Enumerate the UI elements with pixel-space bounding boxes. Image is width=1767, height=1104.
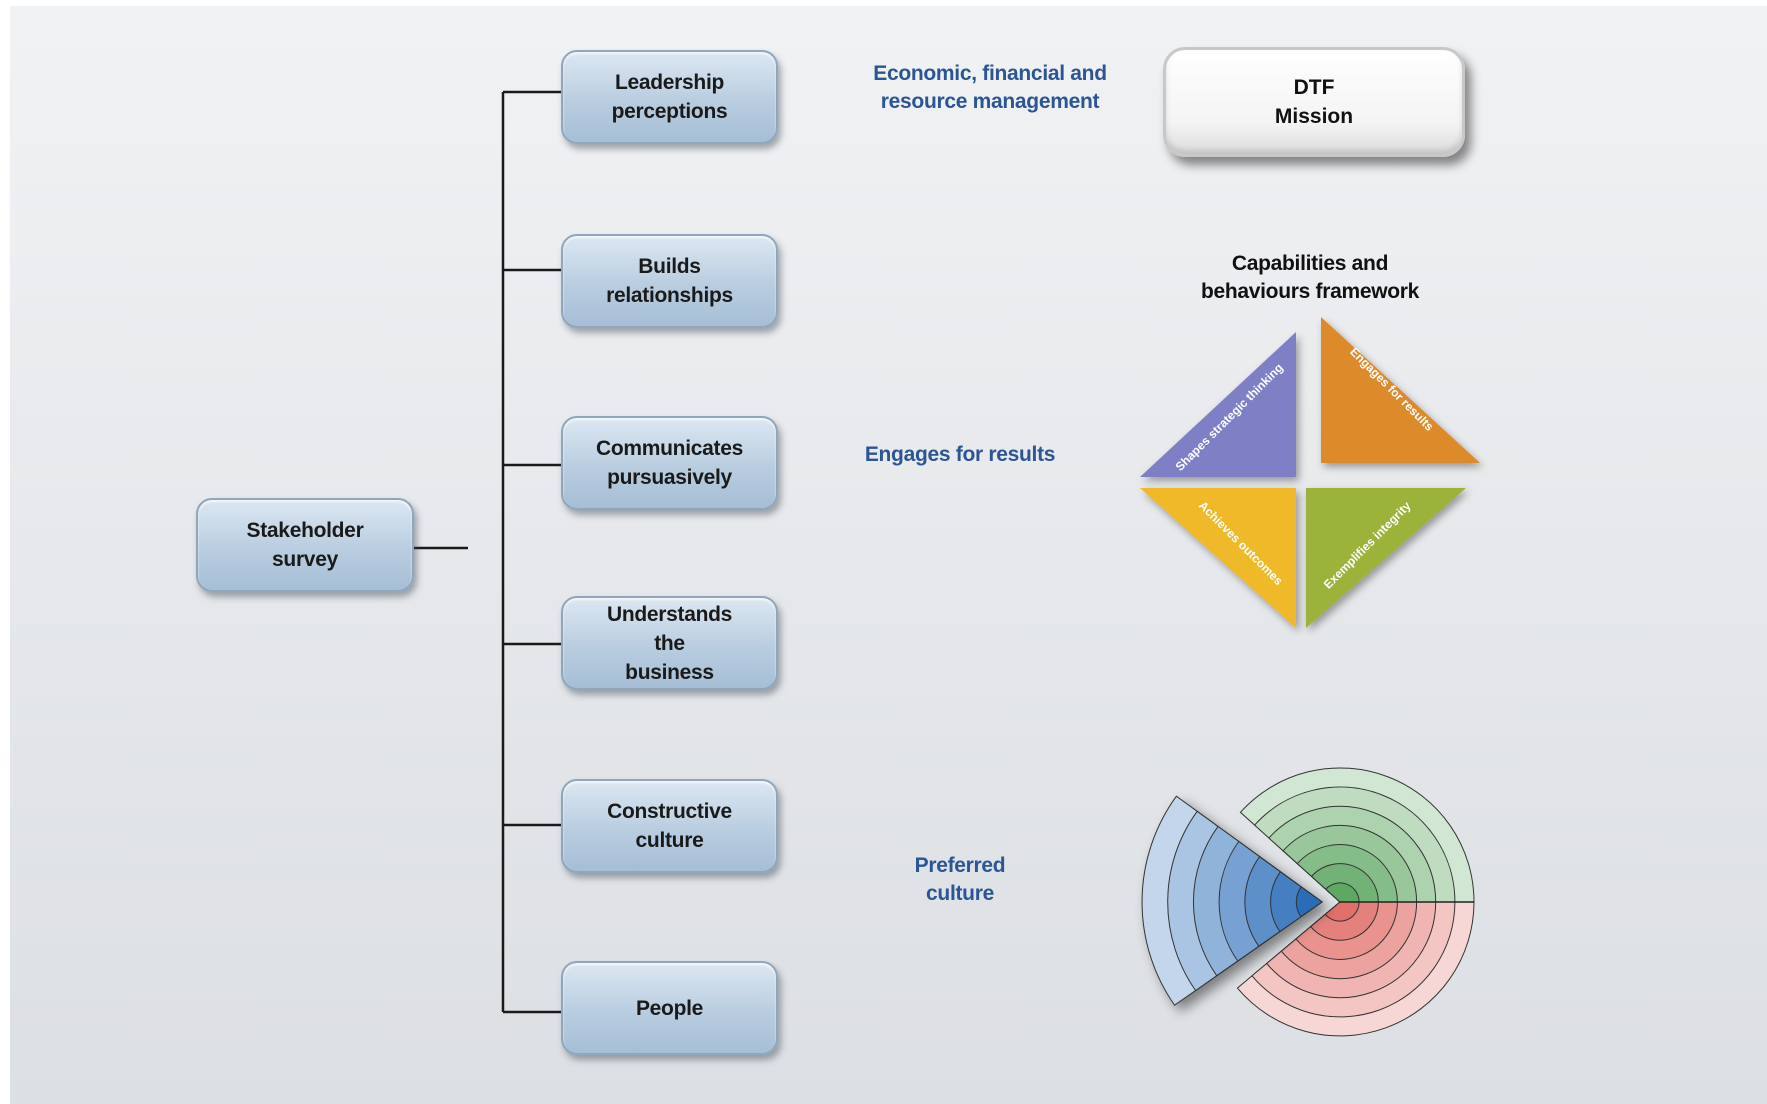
diamond-quadrant-top-right — [1321, 317, 1480, 463]
outcome-preferred-culture-label: Preferred culture — [914, 854, 1006, 905]
stakeholder-survey-node: Stakeholder survey — [196, 498, 414, 592]
branch-node-communicates: Communicates pursuasively — [561, 416, 778, 510]
diamond-quadrant-bottom-left — [1140, 488, 1296, 628]
culture-ring — [1324, 901, 1360, 922]
culture-ring — [1309, 901, 1379, 941]
culture-segment-blue — [1141, 795, 1323, 1006]
branch-node-people: People — [561, 961, 778, 1055]
outcome-economic-label: Economic, financial and resource managem… — [873, 62, 1107, 113]
framework-title: Capabilities and behaviours framework — [1200, 252, 1420, 303]
dtf-mission-box: DTF Mission — [1163, 47, 1465, 157]
outcome-engages-label: Engages for results — [864, 443, 1056, 466]
branch-node-leadership: Leadership perceptions — [561, 50, 778, 144]
culture-segment-green — [1239, 767, 1475, 903]
diamond-quadrant-bottom-right — [1306, 488, 1466, 628]
culture-segment-red — [1236, 901, 1475, 1037]
branch-node-relationships: Builds relationships — [561, 234, 778, 328]
diamond-quadrant-top-left — [1140, 332, 1296, 477]
branch-node-understands: Understands the business — [561, 596, 778, 690]
culture-ring — [1295, 886, 1323, 918]
branch-node-culture: Constructive culture — [561, 779, 778, 873]
culture-ring — [1310, 863, 1379, 903]
culture-ring — [1325, 882, 1360, 903]
